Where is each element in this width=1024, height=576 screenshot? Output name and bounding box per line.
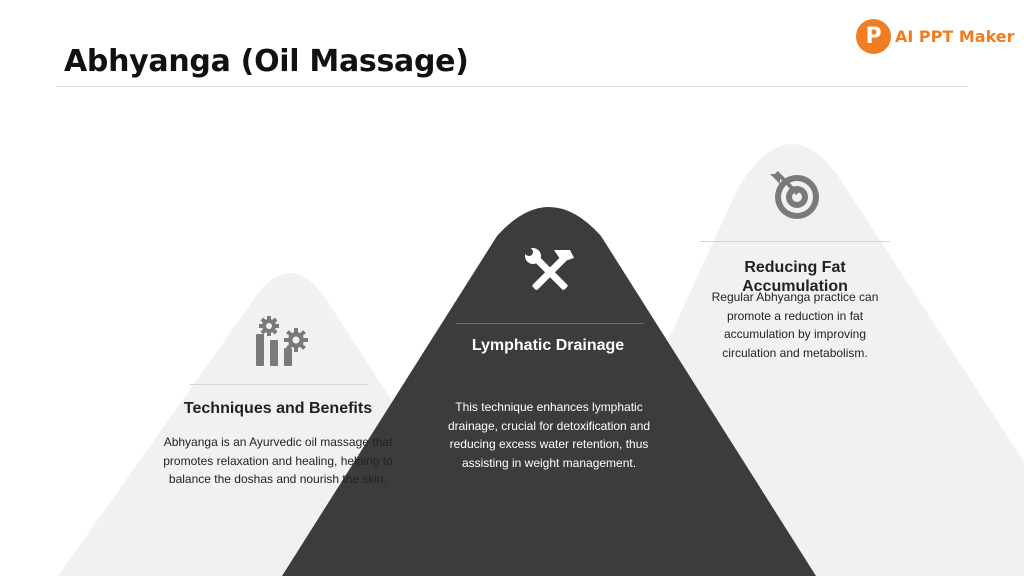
center-peak	[282, 207, 816, 576]
brand-logo: P AI PPT Maker	[856, 19, 1015, 54]
card-heading-reducing: Reducing Fat Accumulation	[742, 259, 848, 295]
tools-icon	[525, 248, 574, 290]
logo-badge: P	[856, 19, 891, 54]
title-divider	[56, 86, 968, 87]
card-body-techniques: Abhyanga is an Ayurvedic oil massage tha…	[163, 435, 393, 486]
card-heading-techniques: Techniques and Benefits	[183, 400, 373, 417]
card-body-reducing: Regular Abhyanga practice can promote a …	[711, 290, 879, 360]
card-divider	[456, 323, 644, 324]
card-divider	[190, 384, 368, 385]
card-heading-lymphatic: Lymphatic Drainage	[471, 337, 625, 354]
card-body-lymphatic: This technique enhances lymphatic draina…	[447, 400, 651, 470]
card-divider	[700, 241, 890, 242]
logo-text: AI PPT Maker	[895, 27, 1015, 46]
target-icon	[770, 170, 819, 219]
gears-chart-icon	[256, 316, 308, 366]
slide-title: Abhyanga (Oil Massage)	[64, 44, 469, 79]
